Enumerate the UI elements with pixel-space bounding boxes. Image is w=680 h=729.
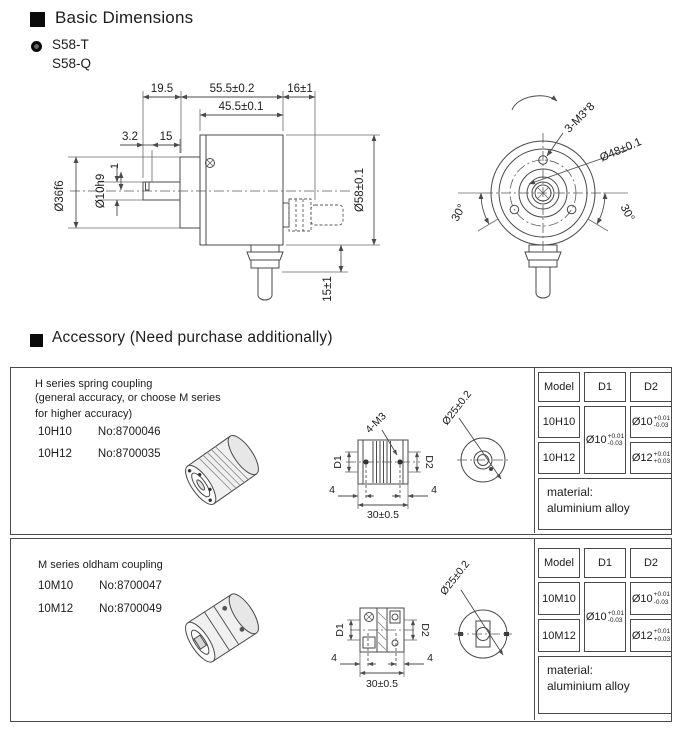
col-header-d1-oldham: D1 <box>584 548 626 578</box>
accessory-drawings: 4-M3 D1 D2 4 4 30±0.5 <box>185 388 512 690</box>
dim-label-30: 30±0.5 <box>367 509 399 521</box>
dim-label-outer-dia-oldham: Ø25±0.2 <box>438 558 472 597</box>
dim-label-body-dia: Ø58±0.1 <box>354 168 366 212</box>
model-name-s58t: S58-T <box>52 37 89 52</box>
dim-label-4m3: 4-M3 <box>363 410 389 436</box>
side-cable-gland <box>246 244 284 301</box>
dim-label-15: 15 <box>160 131 173 143</box>
dim-label-collar-dia: Ø36f6 <box>54 180 66 211</box>
spring-item-1: 10H10 No:8700046 <box>38 426 161 438</box>
table-cell-d1-oldham: Ø10+0.01-0.03 <box>584 582 626 652</box>
spring-coupling-photo <box>185 435 259 505</box>
oldham-coupling-end-view: Ø25±0.2 <box>438 558 512 659</box>
spring-box-divider <box>534 367 535 533</box>
body-screw-icon <box>205 158 215 168</box>
spring-item-2: 10H12 No:8700035 <box>38 448 161 460</box>
table-row-model-10h12: 10H12 <box>538 442 580 474</box>
section-square-bullet <box>30 12 45 27</box>
col-header-d2: D2 <box>630 372 672 402</box>
oldham-item-1-no: No:8700047 <box>99 580 162 592</box>
dim-label-19-5: 19.5 <box>151 83 173 95</box>
col-header-d2-oldham: D2 <box>630 548 672 578</box>
spring-item-1-no: No:8700046 <box>97 426 161 438</box>
dim-label-shaft-dia: Ø10h9 <box>95 174 107 209</box>
oldham-item-1: 10M10 No:8700047 <box>38 580 162 592</box>
spring-title-line3: for higher accuracy) <box>35 408 133 420</box>
mounting-screw-icons <box>509 155 577 215</box>
spring-coupling-section: 4-M3 D1 D2 4 4 30±0.5 <box>329 410 437 521</box>
accessory-title: Accessory (Need purchase additionally) <box>52 329 333 346</box>
spring-item-2-model: 10H12 <box>38 448 72 460</box>
material-cell-spring: material: aluminium alloy <box>538 478 672 530</box>
col-header-model: Model <box>538 372 580 402</box>
dim-label-outer-dia-spring: Ø25±0.2 <box>440 388 474 427</box>
oldham-item-2-model: 10M12 <box>38 603 74 615</box>
dim-label-4-right-oldham: 4 <box>427 652 433 664</box>
dim-label-d2-oldham: D2 <box>419 623 431 637</box>
oldham-item-2: 10M12 No:8700049 <box>38 603 162 615</box>
dim-label-4-left-oldham: 4 <box>331 652 337 664</box>
oldham-item-1-model: 10M10 <box>38 580 74 592</box>
oldham-item-2-no: No:8700049 <box>99 603 162 615</box>
dim-label-1: 1 <box>109 163 121 169</box>
oldham-title-line1: M series oldham coupling <box>38 559 163 571</box>
basic-dimensions-title: Basic Dimensions <box>55 8 194 27</box>
spring-title-line1: H series spring coupling <box>35 378 153 390</box>
spec-table-oldham: Model D1 D2 10M10 Ø10+0.01-0.03 Ø10+0.01… <box>538 548 672 714</box>
dim-label-3-2: 3.2 <box>122 131 138 143</box>
table-row-model-10m10: 10M10 <box>538 582 580 615</box>
dim-label-55-5: 55.5±0.2 <box>210 83 255 95</box>
table-cell-d2-row1: Ø10+0.01-0.03 <box>630 406 672 438</box>
spring-title-line2: (general accuracy, or choose M series <box>35 392 221 404</box>
side-view: 19.5 55.5±0.2 16±1 45.5±0.1 3.2 15 1 Ø10… <box>54 83 380 302</box>
material-cell-oldham: material: aluminium alloy <box>538 656 672 714</box>
dim-label-4-right: 4 <box>431 484 437 496</box>
col-header-d1: D1 <box>584 372 626 402</box>
rotation-arrow-icon <box>511 95 558 111</box>
dim-label-16: 16±1 <box>287 83 313 95</box>
oldham-coupling-photo <box>185 593 259 663</box>
spring-item-2-no: No:8700035 <box>97 448 161 460</box>
spring-coupling-end-view: Ø25±0.2 <box>440 388 509 483</box>
front-cable-gland <box>524 244 562 299</box>
model-dot-bullet <box>31 41 42 52</box>
oldham-box-divider <box>534 538 535 720</box>
dim-label-gland: 15±1 <box>322 276 334 302</box>
dim-label-d1: D1 <box>332 455 344 469</box>
dim-label-bolt-circle: Ø48±0.1 <box>598 136 643 164</box>
table-cell-d1: Ø10+0.01-0.03 <box>584 406 626 474</box>
dim-label-angle-left: 30° <box>450 203 469 224</box>
col-header-model-oldham: Model <box>538 548 580 578</box>
dim-label-4-left: 4 <box>329 484 335 496</box>
spring-item-1-model: 10H10 <box>38 426 72 438</box>
dim-label-d2: D2 <box>423 455 435 469</box>
table-cell-d2-row2-oldham: Ø12+0.01+0.03 <box>630 619 672 652</box>
table-row-model-10m12: 10M12 <box>538 619 580 652</box>
accessory-square-bullet <box>30 334 43 347</box>
basic-dimensions-drawing: 19.5 55.5±0.2 16±1 45.5±0.1 3.2 15 1 Ø10… <box>54 83 643 302</box>
model-name-s58q: S58-Q <box>52 56 92 71</box>
oldham-coupling-section: D1 D2 4 4 30±0.5 <box>331 607 433 690</box>
table-cell-d2-row2: Ø12+0.01+0.03 <box>630 442 672 474</box>
table-row-model-10h10: 10H10 <box>538 406 580 438</box>
dim-label-45-5: 45.5±0.1 <box>219 101 264 113</box>
dim-label-30-oldham: 30±0.5 <box>366 678 398 690</box>
dim-label-d1-oldham: D1 <box>334 623 346 637</box>
dim-label-screws: 3-M3*8 <box>563 101 598 136</box>
table-cell-d2-row1-oldham: Ø10+0.01-0.03 <box>630 582 672 615</box>
spec-table-spring: Model D1 D2 10H10 Ø10+0.01-0.03 Ø10+0.01… <box>538 372 672 530</box>
dim-label-angle-right: 30° <box>618 203 637 224</box>
front-view: 3-M3*8 Ø48±0.1 30° 30° <box>450 95 643 299</box>
